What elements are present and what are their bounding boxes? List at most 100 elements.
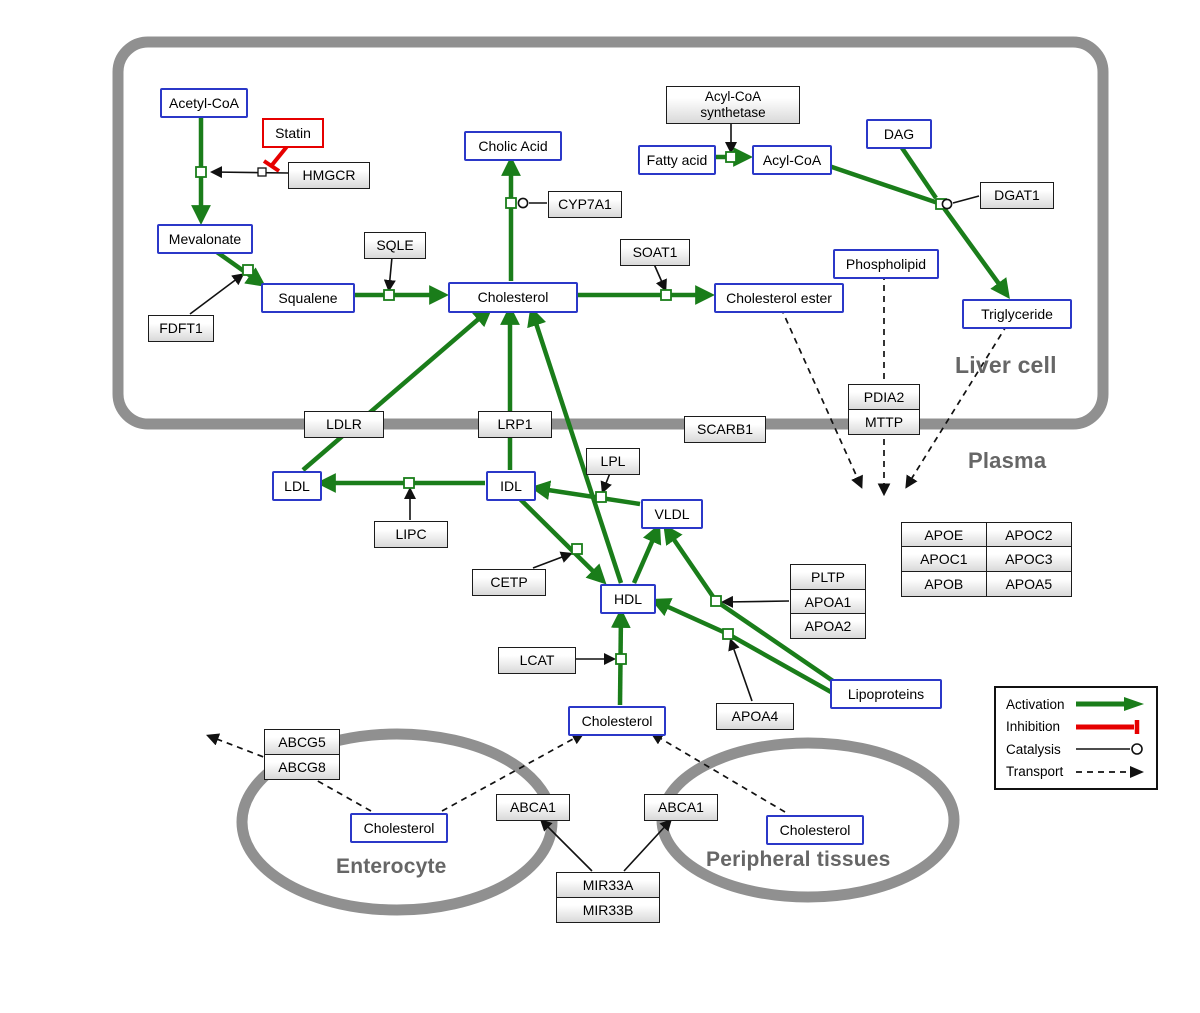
reaction-node xyxy=(660,289,672,301)
node-label: Acyl-CoA xyxy=(762,151,822,168)
cell-mir33a: MIR33A xyxy=(556,872,660,898)
node-label: LIPC xyxy=(395,526,427,543)
legend-item-inhibition: Inhibition xyxy=(1006,716,1146,739)
node-scarb1: SCARB1 xyxy=(684,416,766,443)
edge-cetp-catalysis xyxy=(532,551,573,569)
reaction-node xyxy=(242,264,254,276)
node-idl: IDL xyxy=(486,471,536,501)
edge-apoa-stack-catalysis xyxy=(721,595,790,608)
node-fdft1: FDFT1 xyxy=(148,315,214,342)
edge-soat1-catalysis xyxy=(653,263,667,292)
node-label: CYP7A1 xyxy=(558,196,612,213)
node-label: SCARB1 xyxy=(696,421,754,438)
cell-pdia2: PDIA2 xyxy=(848,384,920,410)
node-label: APOA4 xyxy=(731,708,779,725)
legend-sample-inhibition-icon xyxy=(1076,719,1140,734)
edge-hdl-to-vldl xyxy=(631,523,662,584)
node-cyp7a1: CYP7A1 xyxy=(548,191,622,218)
cell-pltp: PLTP xyxy=(790,564,866,590)
cell-apoa2: APOA2 xyxy=(790,613,866,640)
inhibition-port-square xyxy=(257,167,267,177)
node-label: HDL xyxy=(613,590,642,607)
node-cholesterol-liver: Cholesterol xyxy=(448,282,578,313)
node-dgat1: DGAT1 xyxy=(980,182,1054,209)
cell-apoc3: APOC3 xyxy=(985,546,1072,573)
node-label: Triglyceride xyxy=(981,305,1053,322)
node-mevalonate: Mevalonate xyxy=(157,224,253,254)
node-label: Cholesterol xyxy=(779,821,851,838)
node-abca1-enterocyte: ABCA1 xyxy=(496,794,570,821)
cell-mttp: MTTP xyxy=(848,408,920,435)
legend-label-activation: Activation xyxy=(1006,696,1065,712)
reaction-node xyxy=(571,543,583,555)
node-triglyceride: Triglyceride xyxy=(962,299,1072,329)
node-label: Acetyl-CoA xyxy=(168,94,240,111)
legend-sample-catalysis-icon xyxy=(1076,743,1143,756)
edge-apoa4-catalysis xyxy=(728,638,753,702)
node-label: Fatty acid xyxy=(646,151,708,168)
node-phospholipid: Phospholipid xyxy=(833,249,939,279)
edge-group xyxy=(189,114,1010,872)
node-acyl-coa: Acyl-CoA xyxy=(752,145,832,175)
node-lrp1: LRP1 xyxy=(478,411,552,438)
edge-dag-to-dgat1-junction xyxy=(898,143,938,200)
edge-ldl-to-cholesterol-via-ldlr xyxy=(301,306,493,472)
node-label: SOAT1 xyxy=(632,244,678,261)
node-label: LPL xyxy=(600,453,626,470)
liver-cell-membrane xyxy=(112,36,1109,430)
edge-lpl-catalysis xyxy=(600,472,612,494)
cell-apoc2: APOC2 xyxy=(985,521,1072,548)
node-label: DGAT1 xyxy=(994,187,1040,204)
legend-item-activation: Activation xyxy=(1006,693,1146,716)
cell-apoa5: APOA5 xyxy=(985,570,1072,597)
edge-triglyceride-secretion xyxy=(905,324,1008,489)
legend-sample-transport-icon xyxy=(1076,765,1144,778)
node-cholesterol-enterocyte: Cholesterol xyxy=(350,813,448,843)
node-hmgcr: HMGCR xyxy=(288,162,370,189)
node-label: CETP xyxy=(490,574,528,591)
reaction-node xyxy=(615,653,627,665)
legend-label-inhibition: Inhibition xyxy=(1006,719,1061,735)
legend-item-transport: Transport xyxy=(1006,761,1146,784)
node-label: IDL xyxy=(500,477,522,494)
edge-mevalonate-to-squalene xyxy=(212,248,267,287)
edge-cholesterol-peripheral-to-plasma xyxy=(650,732,786,813)
node-lpl: LPL xyxy=(586,448,640,475)
edge-sqle-catalysis xyxy=(383,256,396,292)
legend-sample-activation-icon xyxy=(1076,697,1144,712)
node-label: SQLE xyxy=(376,237,414,254)
legend-item-catalysis: Catalysis xyxy=(1006,738,1146,761)
node-statin: Statin xyxy=(262,118,324,148)
node-label: Cholesterol xyxy=(581,712,653,729)
node-label: Statin xyxy=(275,124,311,141)
node-fatty-acid: Fatty acid xyxy=(638,145,716,175)
node-label: Mevalonate xyxy=(168,230,242,247)
edge-hmgcr-catalysis xyxy=(210,166,289,179)
reaction-node xyxy=(195,166,207,178)
edge-idl-to-hdl xyxy=(515,494,607,585)
edge-fdft1-catalysis xyxy=(189,273,245,315)
cell-mir33b: MIR33B xyxy=(556,896,660,923)
cell-abcg5: ABCG5 xyxy=(264,729,340,755)
node-label: Cholesterol ester xyxy=(726,289,832,306)
enterocyte-label: Enterocyte xyxy=(336,855,447,878)
peripheral-tissues-label: Peripheral tissues xyxy=(706,848,891,871)
node-squalene: Squalene xyxy=(261,283,355,313)
node-label: FDFT1 xyxy=(159,320,203,337)
node-soat1: SOAT1 xyxy=(620,239,690,266)
node-cetp: CETP xyxy=(472,569,546,596)
reaction-node xyxy=(710,595,722,607)
node-abca1-peripheral: ABCA1 xyxy=(644,794,718,821)
liver-cell-label: Liver cell xyxy=(955,352,1057,378)
edge-statin-inhibition-bar xyxy=(262,159,281,173)
node-label: DAG xyxy=(883,125,915,142)
edge-dgat1-catalysis xyxy=(952,195,980,204)
plasma-label: Plasma xyxy=(968,448,1047,473)
node-label: ABCA1 xyxy=(510,799,556,816)
node-ldl: LDL xyxy=(272,471,322,501)
node-label: Phospholipid xyxy=(845,255,927,272)
